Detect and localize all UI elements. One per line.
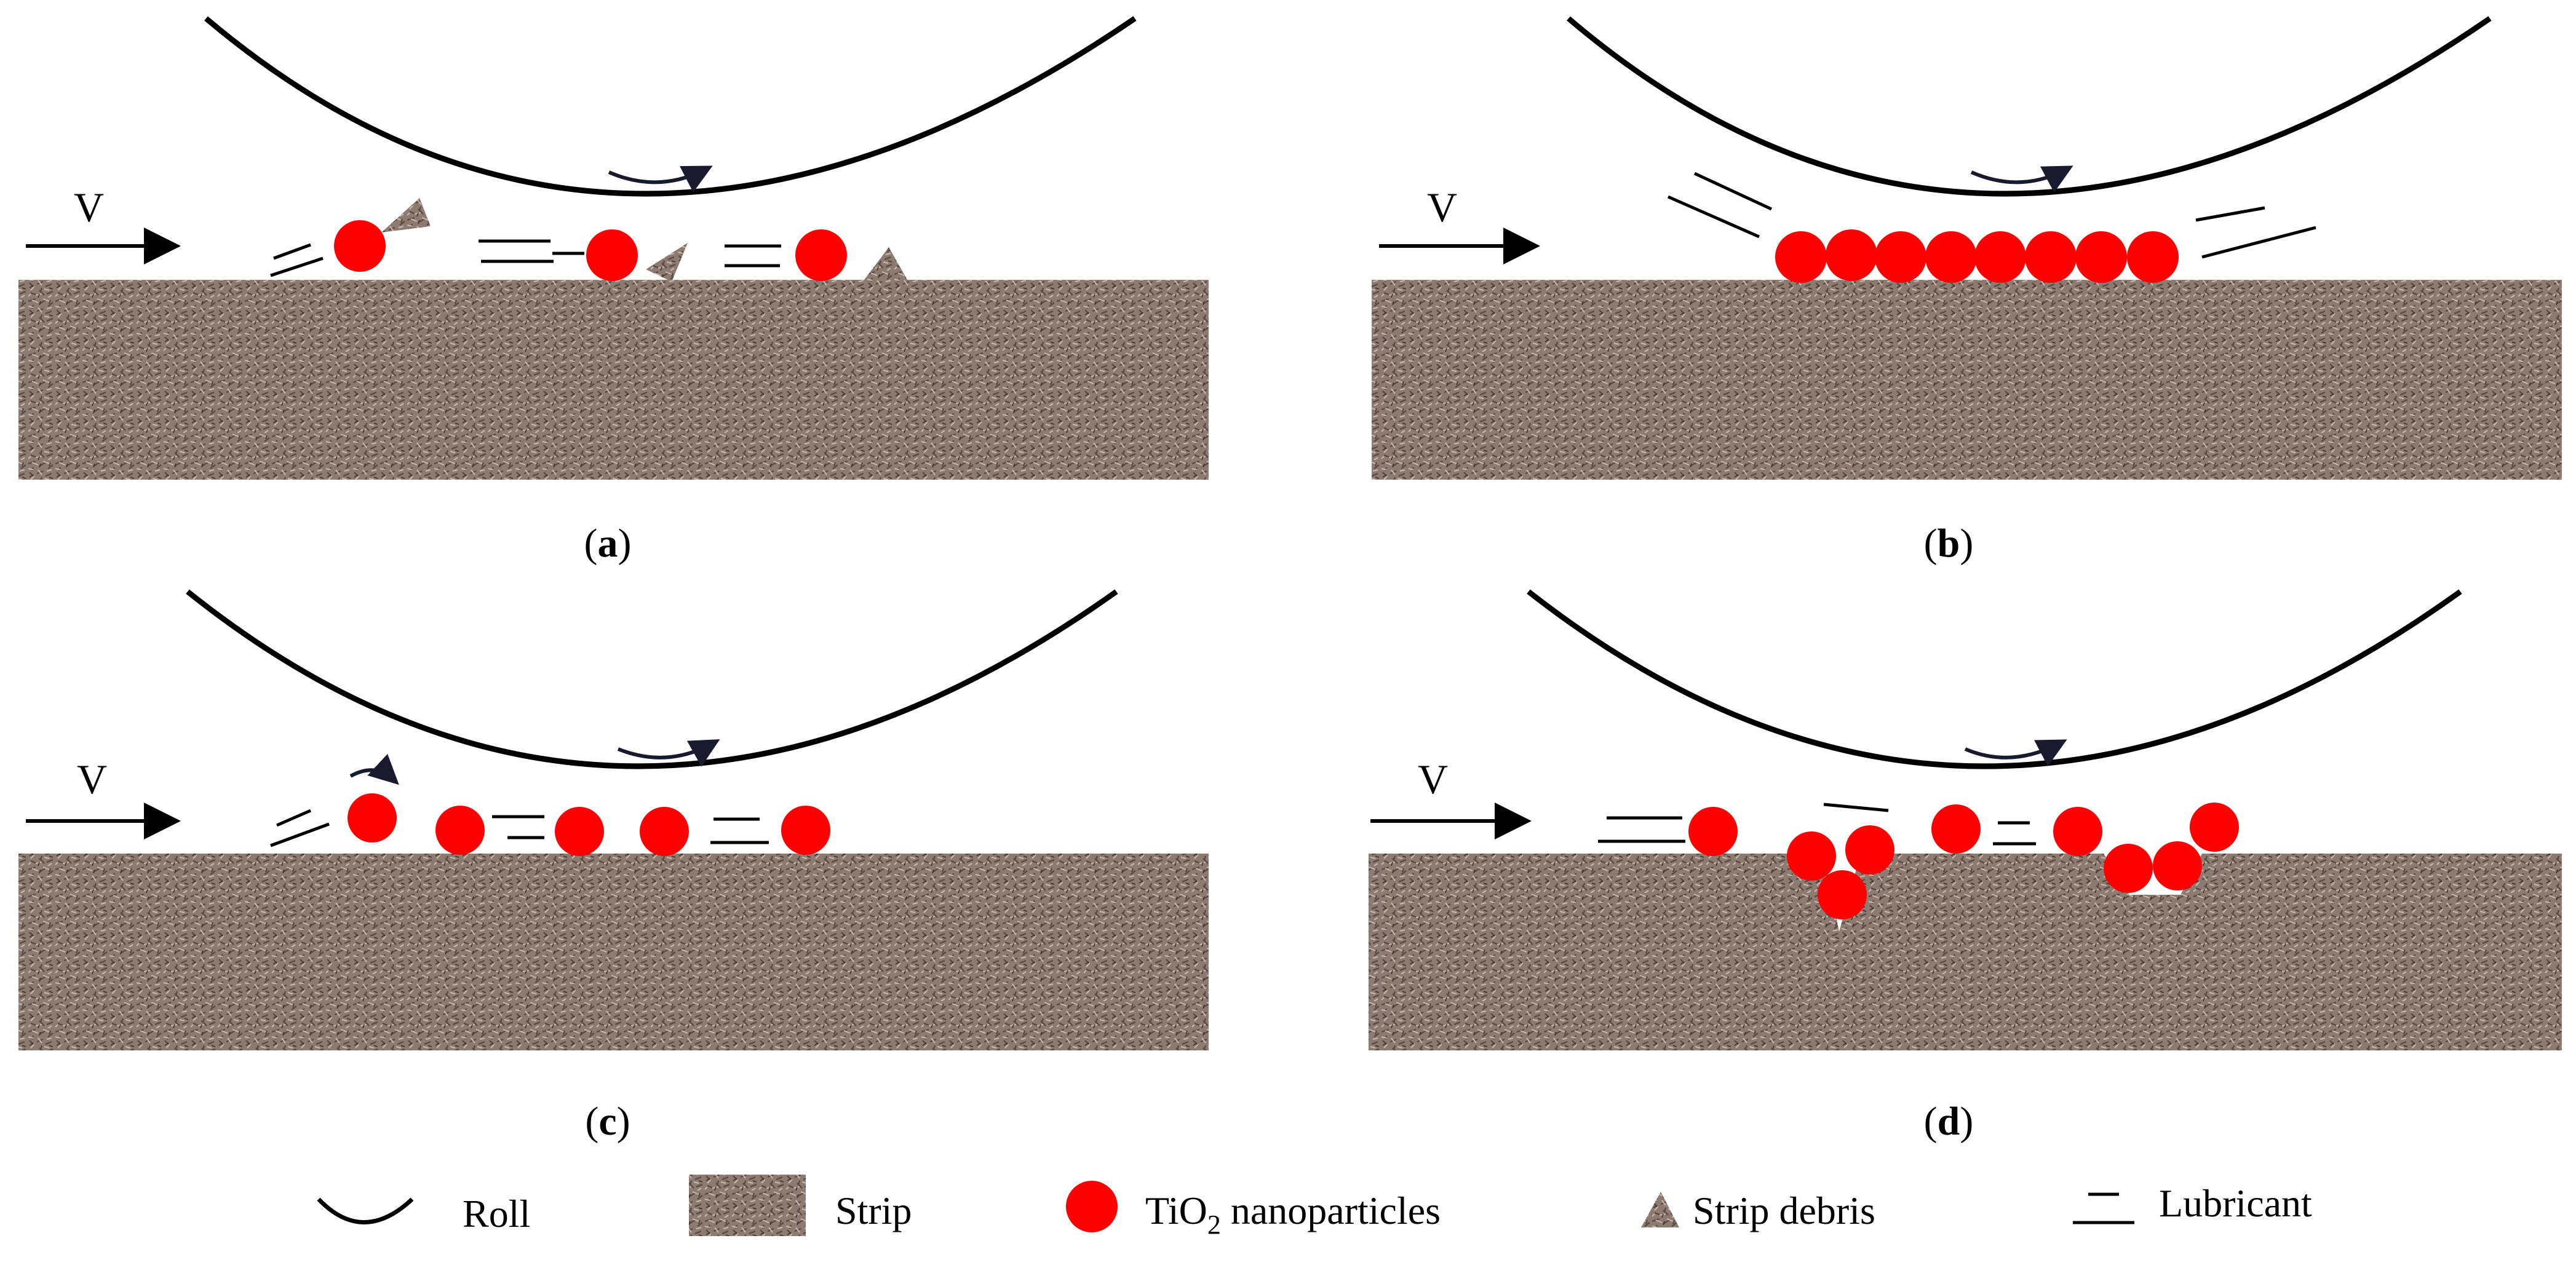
lubricant-swatch — [2073, 1192, 2134, 1224]
panel-caption: (c) — [585, 1099, 630, 1144]
roll-rotation-arrow — [617, 739, 720, 767]
legend-debris: Strip debris — [1641, 1189, 1875, 1232]
lubricant — [1598, 803, 2036, 846]
strip — [1372, 280, 2562, 480]
legend-lubricant-label: Lubricant — [2159, 1181, 2312, 1225]
lubricant — [270, 809, 769, 847]
debris-swatch — [1641, 1192, 1679, 1227]
strip — [18, 854, 1209, 1050]
particle-rotation-arrow — [349, 753, 399, 785]
tio2-nanoparticles — [1775, 229, 2179, 283]
tio2-nanoparticles — [1688, 803, 2239, 919]
roll — [204, 16, 1137, 197]
strip — [1369, 854, 2562, 1050]
legend-debris-label: Strip debris — [1693, 1189, 1875, 1232]
strip-swatch — [689, 1175, 806, 1236]
velocity-label: V — [74, 184, 104, 231]
panel-a: V (a) — [18, 16, 1209, 566]
legend-strip-label: Strip — [835, 1189, 912, 1232]
roll — [1567, 16, 2492, 197]
legend-roll: Roll — [317, 1192, 530, 1235]
legend-roll-label: Roll — [463, 1192, 530, 1235]
legend-strip: Strip — [689, 1175, 912, 1236]
legend: Roll Strip TiO2 nanoparticles Strip debr… — [317, 1175, 2312, 1240]
lubricant — [270, 239, 781, 277]
roll — [1527, 589, 2462, 769]
legend-lubricant: Lubricant — [2073, 1181, 2312, 1225]
roll-rotation-arrow — [1964, 739, 2067, 766]
panel-caption: (b) — [1924, 521, 1974, 566]
strip — [18, 280, 1209, 480]
panel-d: V (d) — [1369, 589, 2562, 1144]
velocity-label: V — [1418, 756, 1448, 803]
lubricant — [1667, 172, 2316, 259]
velocity-label: V — [77, 756, 107, 803]
roll-rotation-arrow — [1970, 165, 2073, 193]
tio2-nanoparticles — [348, 793, 830, 856]
panel-c: V (c) — [18, 589, 1209, 1144]
panel-caption: (a) — [584, 521, 632, 566]
tio2-nanoparticles — [334, 220, 847, 281]
roll-swatch — [317, 1197, 414, 1224]
nanoparticle-swatch — [1066, 1181, 1118, 1232]
panel-b: V (b) — [1372, 16, 2562, 566]
roll — [186, 589, 1118, 769]
panel-caption: (d) — [1924, 1099, 1974, 1144]
strip-debris — [381, 198, 907, 282]
legend-nanoparticles: TiO2 nanoparticles — [1066, 1181, 1441, 1240]
velocity-label: V — [1427, 184, 1457, 231]
roll-rotation-arrow — [608, 165, 713, 192]
legend-nanoparticles-label: TiO2 nanoparticles — [1145, 1189, 1441, 1240]
